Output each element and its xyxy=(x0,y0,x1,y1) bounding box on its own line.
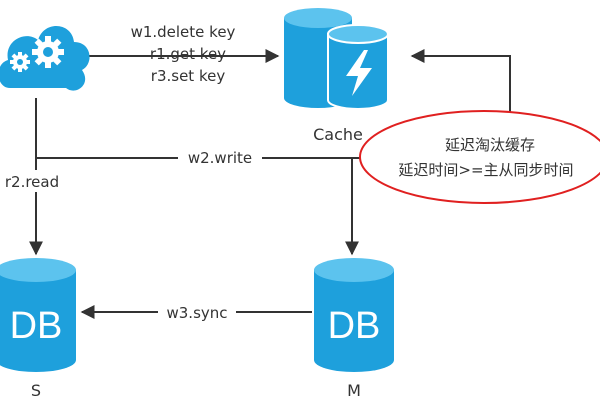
lightning-icon xyxy=(346,50,372,96)
annotation-line-1: 延迟淘汰缓存 xyxy=(445,136,535,154)
app-node xyxy=(0,26,90,91)
delay-annotation: 延迟淘汰缓存 延迟时间>=主从同步时间 xyxy=(359,110,600,204)
edge-label-r1: r1.get key xyxy=(150,45,226,63)
edge-label-r3: r3.set key xyxy=(151,67,226,85)
db-slave-label: S xyxy=(31,381,41,400)
edge-label-app-to-cache: w1.delete key r1.get key r3.set key xyxy=(131,23,236,85)
edge-label-read: r2.read xyxy=(5,173,59,191)
cache-node: Cache xyxy=(284,8,389,144)
edge-label-sync: w3.sync xyxy=(166,304,227,322)
edge-label-w1: w1.delete key xyxy=(131,23,236,41)
edge-label-sync-bg xyxy=(158,302,236,324)
gear-cloud-icon xyxy=(0,26,90,91)
cache-label: Cache xyxy=(313,125,363,144)
db-master-text: DB xyxy=(328,305,381,347)
edge-label-read-bg xyxy=(0,170,70,192)
edge-label-write-bg xyxy=(178,146,262,168)
db-slave-text: DB xyxy=(10,305,63,347)
db-master-label: M xyxy=(347,381,361,400)
annotation-line-2: 延迟时间>=主从同步时间 xyxy=(398,161,573,179)
edge-label-write: w2.write xyxy=(188,149,252,167)
db-slave-node: DB S xyxy=(0,258,76,400)
db-master-node: DB M xyxy=(314,258,394,400)
